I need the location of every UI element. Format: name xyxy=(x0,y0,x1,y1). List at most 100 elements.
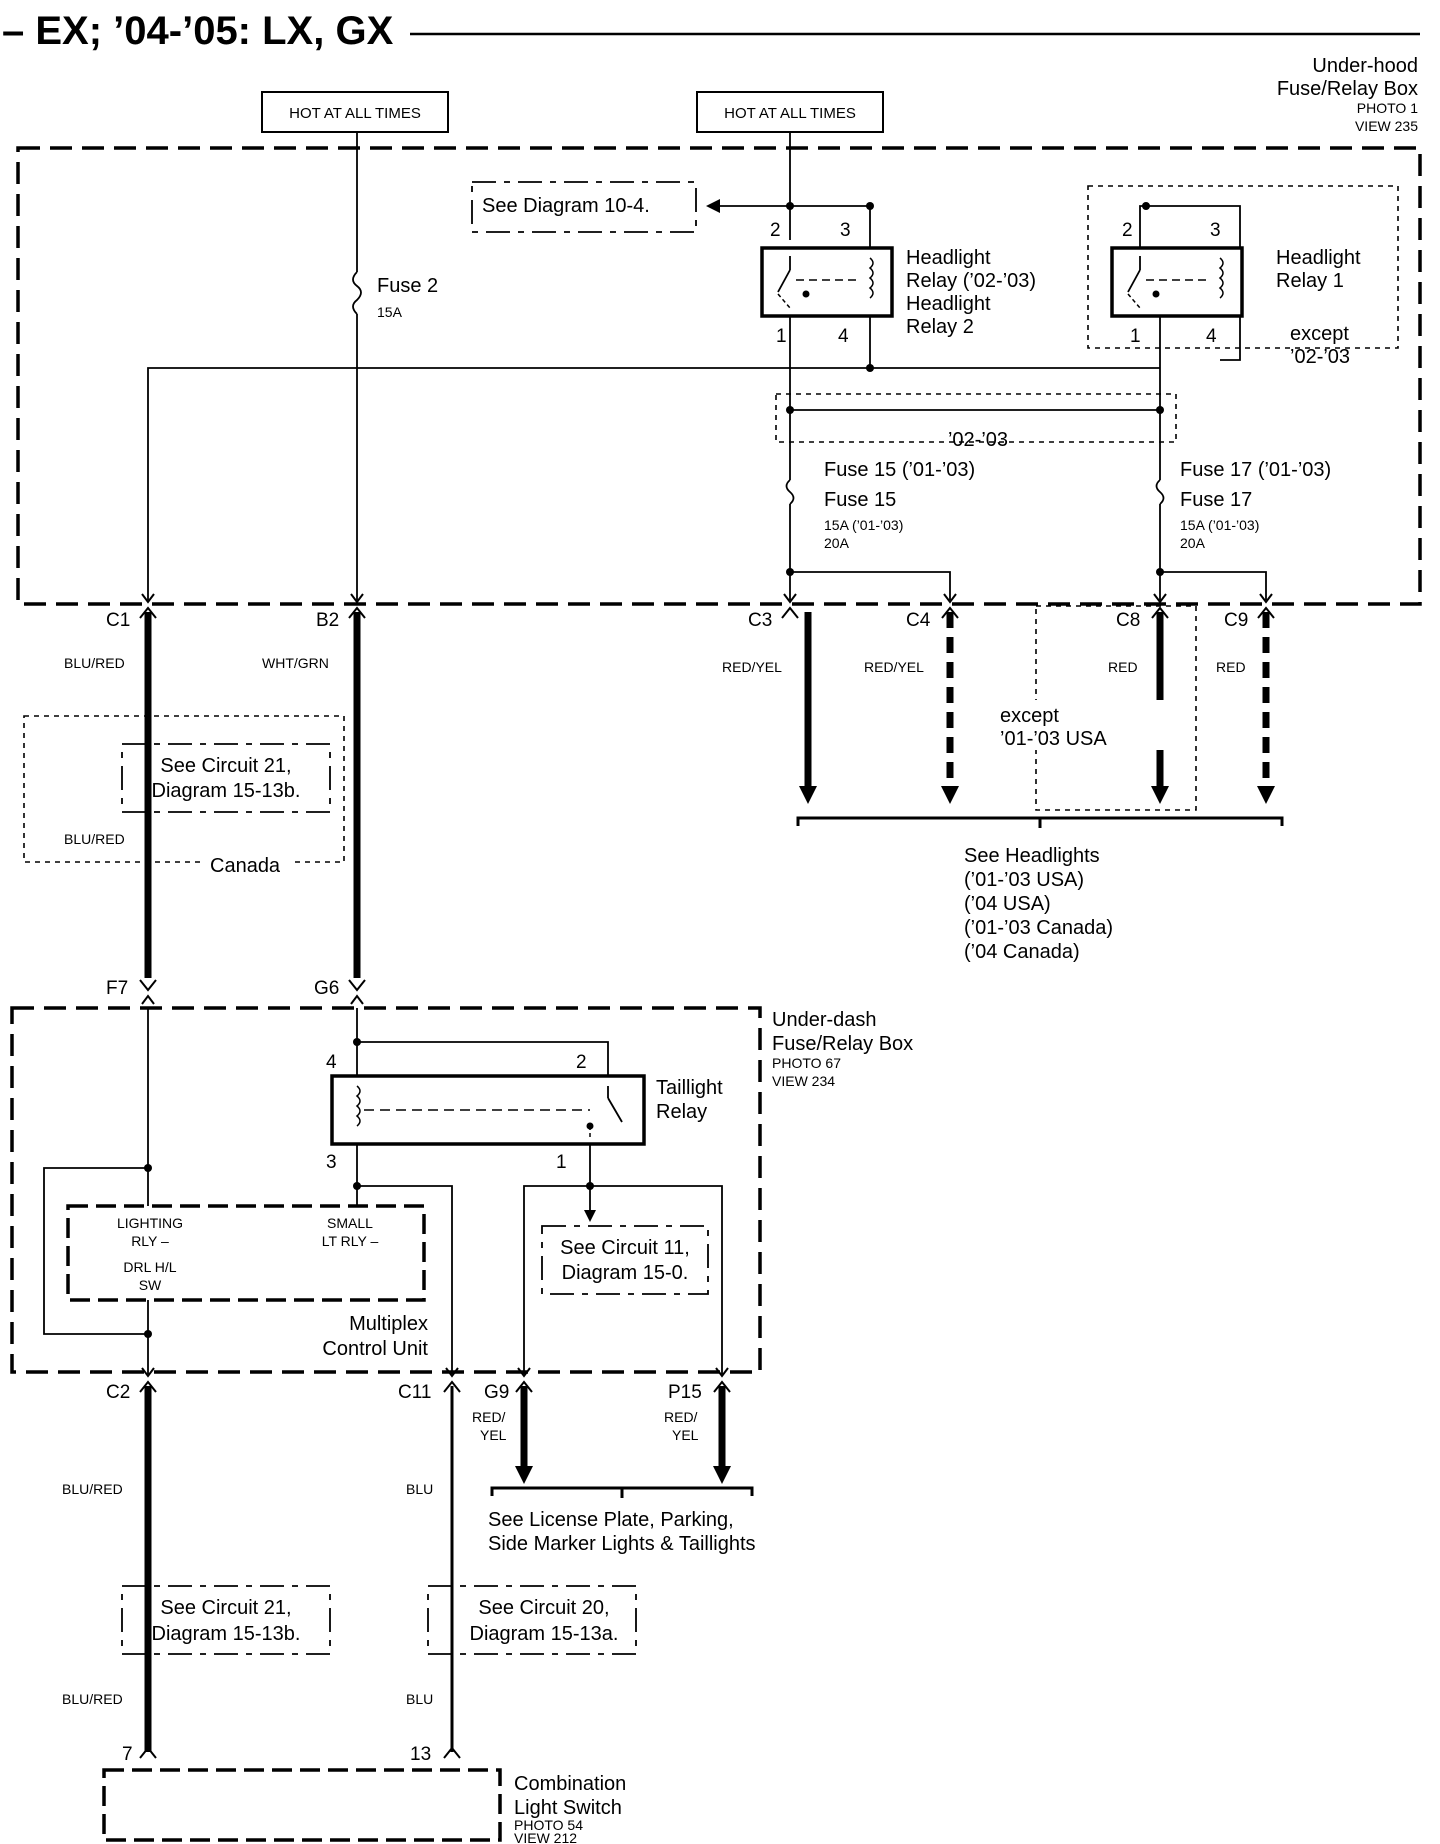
svg-text:Diagram 15-13a.: Diagram 15-13a. xyxy=(470,1623,619,1645)
svg-text:G9: G9 xyxy=(484,1382,509,1403)
svg-text:’02-’03: ’02-’03 xyxy=(1290,346,1350,368)
bridge-02-03-region xyxy=(775,393,1177,443)
switch-pin-7: 7 xyxy=(122,1744,133,1765)
svg-text:RED: RED xyxy=(1216,659,1246,675)
svg-text:20A: 20A xyxy=(824,535,850,551)
svg-text:YEL: YEL xyxy=(672,1427,699,1443)
relay-left-contacts xyxy=(777,256,874,309)
fuse17-symbol xyxy=(1155,479,1165,505)
svg-text:Under-hood: Under-hood xyxy=(1312,55,1418,77)
svg-text:Diagram 15-13b.: Diagram 15-13b. xyxy=(152,780,301,802)
svg-text:Fuse/Relay Box: Fuse/Relay Box xyxy=(772,1033,913,1055)
see-diagram-10-4: See Diagram 10-4. xyxy=(471,181,697,233)
wire-relay-pin2 xyxy=(357,1041,609,1076)
connector-labels-top: C1 B2 C3 C4 C8 C9 xyxy=(106,610,1248,631)
svg-text:Under-dash: Under-dash xyxy=(772,1009,877,1031)
relay-right-label: Headlight Relay 1 except ’02-’03 xyxy=(1276,247,1361,368)
svg-text:Fuse 15 (’01-’03): Fuse 15 (’01-’03) xyxy=(824,459,975,481)
junction-dot xyxy=(1142,202,1150,210)
svg-text:See Circuit 21,: See Circuit 21, xyxy=(160,1597,291,1619)
svg-text:See Headlights: See Headlights xyxy=(964,845,1100,867)
svg-text:RED/YEL: RED/YEL xyxy=(722,659,782,675)
wire-pin1-g9 xyxy=(523,1185,590,1374)
label-02-03: ’02-’03 xyxy=(948,429,1008,451)
svg-text:15A (’01-’03): 15A (’01-’03) xyxy=(1180,517,1259,533)
svg-text:Headlight: Headlight xyxy=(906,293,991,315)
lower-wire-colors: BLU/RED BLU xyxy=(62,1691,433,1707)
svg-text:PHOTO 1: PHOTO 1 xyxy=(1357,100,1418,116)
svg-text:RED/YEL: RED/YEL xyxy=(864,659,924,675)
except-usa-label-bg xyxy=(1000,700,1170,750)
svg-text:C9: C9 xyxy=(1224,610,1248,631)
svg-text:YEL: YEL xyxy=(480,1427,507,1443)
junction-dot xyxy=(144,1330,152,1338)
svg-text:BLU/RED: BLU/RED xyxy=(62,1481,123,1497)
circuit-11-ref: See Circuit 11, Diagram 15-0. xyxy=(541,1225,709,1295)
underdash-box-label: Under-dash Fuse/Relay Box PHOTO 67 VIEW … xyxy=(772,1009,913,1089)
wire-relay-left-pin3 xyxy=(790,205,871,248)
hot-label-left: HOT AT ALL TIMES xyxy=(261,91,449,133)
wire-relay-right-pin4 xyxy=(1220,316,1241,361)
fuse15-symbol xyxy=(785,479,795,505)
fuse2-rating: 15A xyxy=(377,304,403,320)
wire-lighting-rly-loop xyxy=(43,1167,148,1335)
junction-dot xyxy=(866,202,874,210)
svg-text:15A (’01-’03): 15A (’01-’03) xyxy=(824,517,903,533)
wire-c9-split xyxy=(1160,571,1267,600)
connector-chevrons-top xyxy=(139,593,1275,619)
taillight-pin-2: 2 xyxy=(576,1052,587,1073)
taillight-relay-label: Taillight Relay xyxy=(656,1077,723,1123)
svg-text:PHOTO 54: PHOTO 54 xyxy=(514,1817,583,1833)
svg-text:RLY –: RLY – xyxy=(131,1233,169,1249)
headlights-reference: See Headlights (’01-’03 USA) (’04 USA) (… xyxy=(964,845,1113,963)
svg-text:Fuse 15: Fuse 15 xyxy=(824,489,896,511)
taillight-pin-3: 3 xyxy=(326,1152,337,1173)
wire-colors-top: BLU/RED WHT/GRN RED/YEL RED/YEL RED RED xyxy=(64,655,1246,675)
svg-text:C11: C11 xyxy=(398,1382,431,1403)
relay-right-pin-2: 2 xyxy=(1122,220,1133,241)
svg-text:(’01-’03 Canada): (’01-’03 Canada) xyxy=(964,917,1113,939)
svg-text:Headlight: Headlight xyxy=(906,247,991,269)
fuse2-label: Fuse 2 xyxy=(377,275,438,297)
svg-text:(’01-’03 USA): (’01-’03 USA) xyxy=(964,869,1084,891)
svg-text:Combination: Combination xyxy=(514,1773,626,1795)
svg-text:Diagram 15-13b.: Diagram 15-13b. xyxy=(152,1623,301,1645)
svg-text:See License Plate, Parking,: See License Plate, Parking, xyxy=(488,1509,734,1531)
svg-text:(’04 USA): (’04 USA) xyxy=(964,893,1051,915)
svg-text:WHT/GRN: WHT/GRN xyxy=(262,655,329,671)
svg-text:20A: 20A xyxy=(1180,535,1206,551)
connector-labels-bottom: C2 C11 G9 P15 xyxy=(106,1382,702,1403)
mcu-labels: LIGHTING RLY – SMALL LT RLY – DRL H/L SW xyxy=(117,1215,379,1293)
taillight-relay xyxy=(330,1074,646,1146)
svg-text:Headlight: Headlight xyxy=(1276,247,1361,269)
fuse15-label: Fuse 15 (’01-’03) Fuse 15 15A (’01-’03) … xyxy=(824,459,975,551)
relay-left-pin-1: 1 xyxy=(776,326,787,347)
svg-text:Control Unit: Control Unit xyxy=(322,1338,428,1360)
combination-light-switch xyxy=(102,1768,502,1842)
mcu-name: Multiplex Control Unit xyxy=(322,1313,428,1360)
relay-left-pin-3: 3 xyxy=(840,220,851,241)
svg-text:LIGHTING: LIGHTING xyxy=(117,1215,183,1231)
canada-wire-color: BLU/RED xyxy=(64,831,125,847)
svg-text:Fuse 17 (’01-’03): Fuse 17 (’01-’03) xyxy=(1180,459,1331,481)
underhood-fuse-relay-box xyxy=(16,146,1422,606)
except-usa-line2: ’01-’03 USA xyxy=(1000,728,1107,750)
except-usa-region xyxy=(1035,605,1197,811)
svg-text:VIEW 212: VIEW 212 xyxy=(514,1830,577,1844)
connector-f7: F7 xyxy=(106,978,128,999)
canada-label-bg xyxy=(200,852,294,876)
svg-text:Relay (’02-’03): Relay (’02-’03) xyxy=(906,270,1036,292)
svg-text:Multiplex: Multiplex xyxy=(349,1313,428,1335)
relay-left-pin-2: 2 xyxy=(770,220,781,241)
svg-text:BLU: BLU xyxy=(406,1691,433,1707)
arrow-to-diagram-10-4 xyxy=(706,199,720,213)
relay-left-pin-4: 4 xyxy=(838,326,849,347)
svg-text:C2: C2 xyxy=(106,1382,130,1403)
svg-text:PHOTO 67: PHOTO 67 xyxy=(772,1055,841,1071)
svg-text:Taillight: Taillight xyxy=(656,1077,723,1099)
svg-text:VIEW 235: VIEW 235 xyxy=(1355,118,1418,134)
combination-switch-label: Combination Light Switch PHOTO 54 VIEW 2… xyxy=(514,1773,626,1844)
wire-pin3-c11 xyxy=(357,1185,453,1374)
svg-text:HOT AT ALL TIMES: HOT AT ALL TIMES xyxy=(289,105,421,122)
svg-text:B2: B2 xyxy=(316,610,339,631)
